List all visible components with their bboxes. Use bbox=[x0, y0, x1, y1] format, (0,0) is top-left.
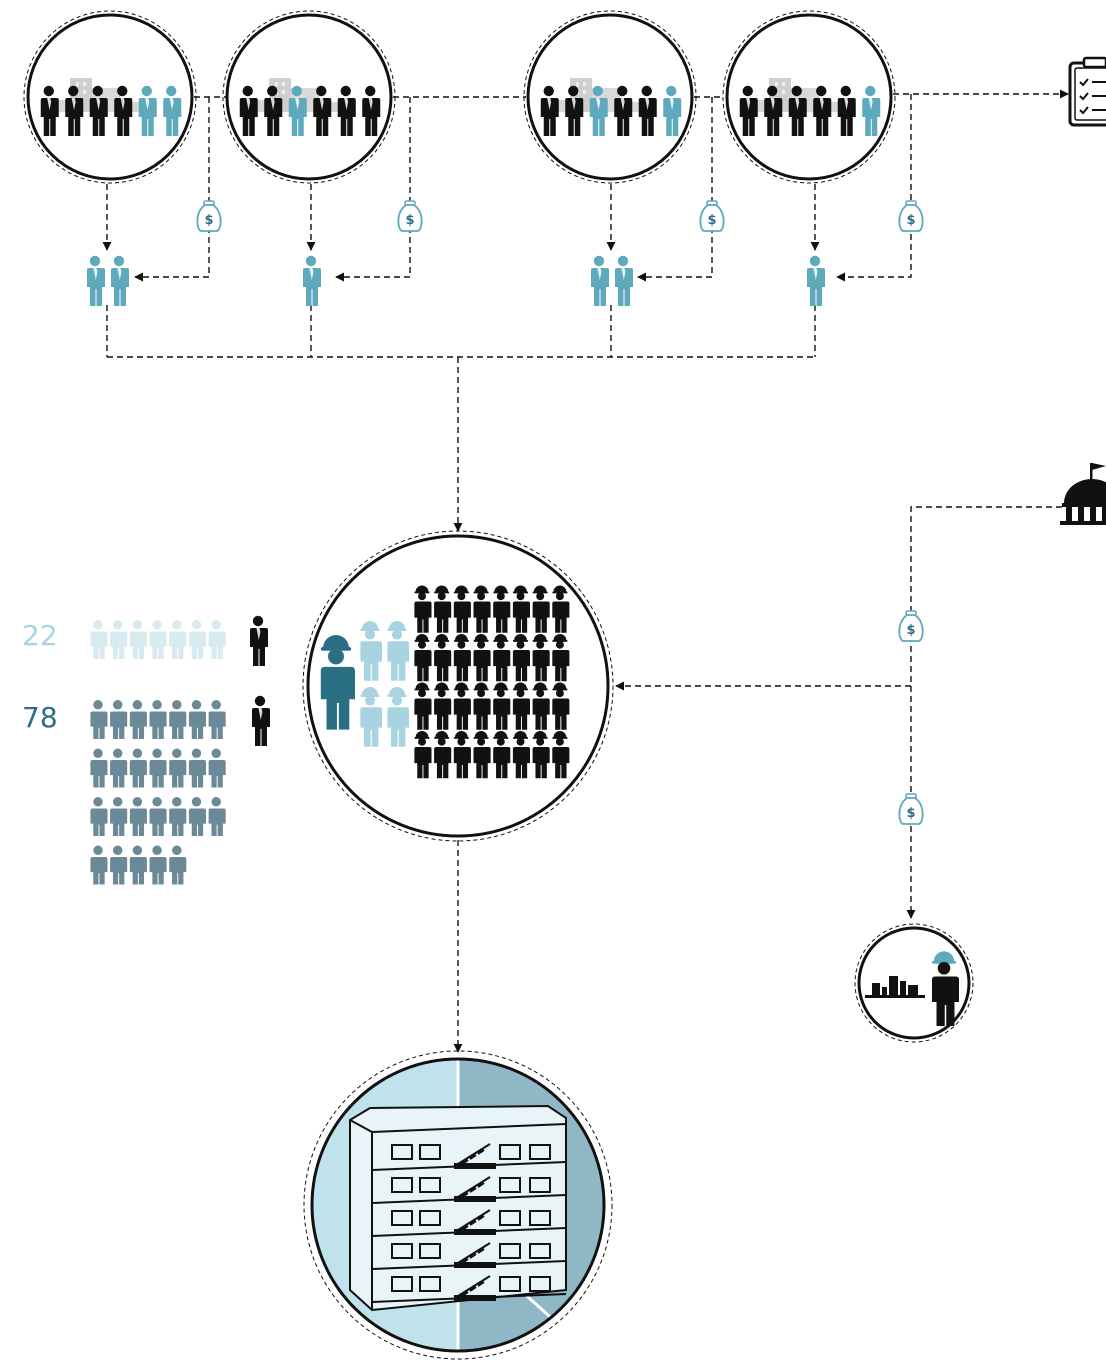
window bbox=[391, 1177, 413, 1193]
window bbox=[391, 1210, 413, 1226]
window bbox=[499, 1276, 521, 1292]
money-bag-icon bbox=[898, 610, 924, 642]
contractor-circle bbox=[854, 923, 974, 1043]
window bbox=[529, 1210, 551, 1226]
government-building-icon bbox=[1060, 463, 1106, 525]
building-site-circle bbox=[303, 1050, 613, 1360]
stair bbox=[457, 1275, 491, 1297]
money-bag-icon bbox=[898, 200, 924, 232]
person-icon bbox=[90, 700, 108, 739]
person-icon bbox=[149, 700, 167, 739]
window bbox=[419, 1276, 441, 1292]
woman-person-icon bbox=[250, 615, 268, 666]
person-icon bbox=[129, 845, 147, 885]
person-icon bbox=[591, 255, 609, 306]
connector-lines bbox=[102, 89, 1069, 1053]
window bbox=[391, 1243, 413, 1259]
person-icon bbox=[169, 797, 187, 836]
person-icon bbox=[169, 845, 187, 885]
window bbox=[391, 1144, 413, 1160]
person-icon bbox=[129, 748, 147, 788]
person-icon bbox=[169, 748, 187, 788]
person-icon bbox=[807, 255, 825, 306]
person-icon bbox=[110, 748, 128, 788]
stakeholder-circle-2 bbox=[222, 10, 396, 184]
person-icon bbox=[615, 255, 633, 306]
window bbox=[529, 1177, 551, 1193]
group-a-value: 22 bbox=[22, 619, 58, 652]
person-icon bbox=[90, 620, 108, 659]
person-icon bbox=[110, 620, 128, 659]
construction-crew-circle bbox=[302, 530, 614, 842]
clipboard-icon bbox=[1068, 56, 1106, 127]
stakeholder-circle-1 bbox=[23, 10, 197, 184]
window bbox=[499, 1144, 521, 1160]
city-skyline-icon bbox=[865, 976, 925, 998]
person-icon bbox=[129, 700, 147, 739]
apartment-building-icon bbox=[349, 1104, 567, 1312]
person-icon bbox=[110, 797, 128, 836]
person-icon bbox=[149, 748, 167, 788]
person-icon bbox=[87, 255, 105, 306]
balcony bbox=[454, 1295, 496, 1301]
stakeholder-circle-3 bbox=[523, 10, 697, 184]
person-icon bbox=[188, 620, 206, 659]
stair bbox=[457, 1209, 491, 1231]
window bbox=[529, 1276, 551, 1292]
person-icon bbox=[129, 797, 147, 836]
person-icon bbox=[188, 748, 206, 788]
stair bbox=[457, 1143, 491, 1165]
group-b-value: 78 bbox=[22, 701, 58, 734]
person-icon bbox=[169, 700, 187, 739]
person-icon bbox=[208, 748, 226, 788]
person-icon bbox=[111, 255, 129, 306]
window bbox=[499, 1210, 521, 1226]
person-icon bbox=[149, 797, 167, 836]
balcony bbox=[454, 1229, 496, 1235]
person-icon bbox=[303, 255, 321, 306]
window bbox=[419, 1210, 441, 1226]
selected-persons bbox=[87, 255, 825, 306]
balcony bbox=[454, 1196, 496, 1202]
worker-icon bbox=[932, 951, 959, 1026]
person-icon bbox=[208, 700, 226, 739]
balcony bbox=[454, 1262, 496, 1268]
group-b-pictogram bbox=[90, 700, 226, 885]
person-icon bbox=[188, 700, 206, 739]
money-bag-icon bbox=[397, 200, 423, 232]
group-a-pictogram bbox=[90, 620, 226, 659]
person-icon bbox=[129, 620, 147, 659]
person-icon bbox=[110, 845, 128, 885]
window bbox=[529, 1243, 551, 1259]
window bbox=[529, 1144, 551, 1160]
window bbox=[419, 1144, 441, 1160]
money-bag-icon bbox=[699, 200, 725, 232]
window bbox=[391, 1276, 413, 1292]
window bbox=[499, 1243, 521, 1259]
balcony bbox=[454, 1163, 496, 1169]
window bbox=[499, 1177, 521, 1193]
stair bbox=[457, 1242, 491, 1264]
person-icon bbox=[208, 620, 226, 659]
man-person-icon bbox=[252, 695, 270, 746]
window bbox=[419, 1177, 441, 1193]
window bbox=[419, 1243, 441, 1259]
person-icon bbox=[90, 797, 108, 836]
stakeholder-circle-4 bbox=[722, 10, 896, 184]
person-icon bbox=[90, 748, 108, 788]
person-icon bbox=[188, 797, 206, 836]
person-icon bbox=[149, 845, 167, 885]
money-bag-icon bbox=[196, 200, 222, 232]
money-bag-icon bbox=[898, 793, 924, 825]
person-icon bbox=[149, 620, 167, 659]
person-icon bbox=[169, 620, 187, 659]
person-icon bbox=[110, 700, 128, 739]
person-icon bbox=[208, 797, 226, 836]
person-icon bbox=[90, 845, 108, 885]
stair bbox=[457, 1176, 491, 1198]
